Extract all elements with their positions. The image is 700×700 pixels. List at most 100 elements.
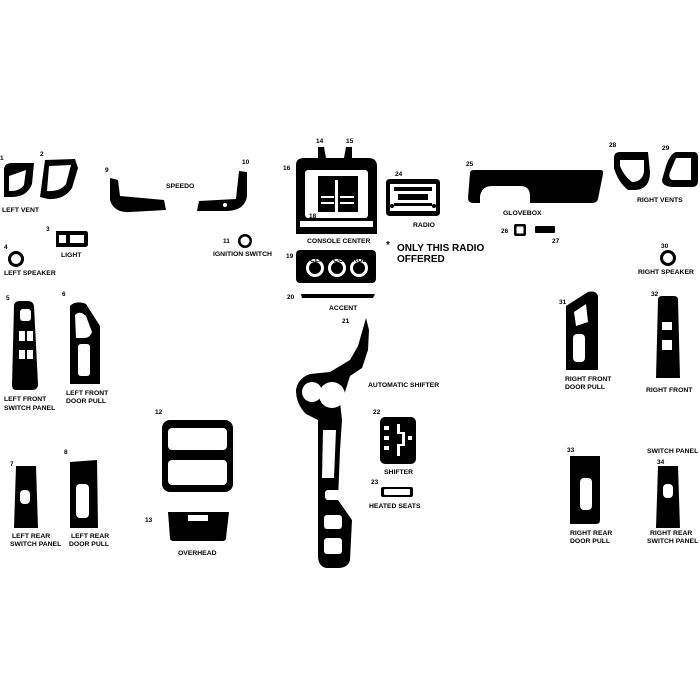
part-32-number: 32 — [651, 291, 659, 298]
part-23-label: HEATED SEATS — [369, 503, 421, 510]
part-25-label: GLOVEBOX — [503, 210, 542, 217]
part-1-label: LEFT VENT — [2, 207, 40, 214]
part-34-label-line2: SWITCH PANEL — [647, 538, 698, 545]
part-23-number: 23 — [371, 479, 379, 486]
part-3-number: 3 — [46, 226, 50, 233]
part-6-number: 6 — [62, 291, 66, 298]
part-32-shape — [656, 296, 680, 378]
part-12-number: 12 — [155, 409, 163, 416]
part-19-number: 19 — [286, 253, 294, 260]
part-34-label-line1: RIGHT REAR — [650, 530, 692, 537]
part-33-shape — [570, 456, 600, 524]
part-15-number: 15 — [346, 138, 354, 145]
radio-note-line1: ONLY THIS RADIO — [397, 243, 484, 254]
part-30-shape — [660, 250, 676, 266]
part-17-number: 17 — [323, 187, 331, 194]
part-32-label: RIGHT FRONT — [646, 387, 693, 394]
part-28-number: 28 — [609, 142, 617, 149]
part-8-label-line2: DOOR PULL — [69, 541, 109, 548]
part-10-shape — [197, 171, 247, 211]
part-6-label-line2: DOOR PULL — [66, 398, 106, 405]
part-20-shape — [301, 294, 375, 298]
part-24-number: 24 — [395, 171, 403, 178]
part-2-number: 2 — [40, 151, 44, 158]
part-8-label-line1: LEFT REAR — [71, 533, 109, 540]
part-5-number: 5 — [6, 295, 10, 302]
part-21-number: 21 — [342, 318, 350, 325]
part-22-shape — [380, 417, 416, 464]
part-15-shape — [344, 147, 352, 158]
part-22-number: 22 — [373, 409, 381, 416]
part-31-label-line1: RIGHT FRONT — [565, 376, 612, 383]
part-30-label: RIGHT SPEAKER — [638, 269, 694, 276]
part-25-shape — [468, 170, 604, 203]
part-27-shape — [535, 226, 555, 233]
part-4-label: LEFT SPEAKER — [4, 270, 56, 277]
part-33-number: 33 — [567, 447, 575, 454]
part-7-shape — [14, 466, 38, 528]
part-1-number: 1 — [0, 155, 4, 162]
part-8-shape — [70, 460, 98, 528]
part-6-shape — [70, 302, 100, 384]
part-28-shape — [614, 152, 650, 190]
part-4-number: 4 — [4, 244, 8, 251]
part-34-number: 34 — [657, 459, 665, 466]
part-10-number: 10 — [242, 159, 250, 166]
part-12-shape — [162, 420, 233, 492]
part-3-label: LIGHT — [61, 252, 82, 259]
part-23-shape — [381, 487, 413, 497]
part-2-shape — [40, 159, 78, 200]
part-9-number: 9 — [105, 167, 109, 174]
part-9-shape — [110, 178, 166, 213]
part-11-label: IGNITION SWITCH — [213, 251, 272, 258]
part-8-number: 8 — [64, 449, 68, 456]
part-3-shape — [56, 231, 88, 247]
part-5-label-line1: LEFT FRONT — [4, 396, 47, 403]
part-5-label-line2: SWITCH PANEL — [4, 405, 55, 412]
part-19-shape — [296, 250, 376, 283]
part-22-label: SHIFTER — [384, 469, 413, 476]
part-20-number: 20 — [287, 294, 295, 301]
part-29-number: 29 — [662, 145, 670, 152]
part-20-label: ACCENT — [329, 305, 358, 312]
part-31-shape — [566, 291, 598, 370]
part-26-shape — [514, 224, 526, 236]
part-5-shape — [12, 301, 38, 390]
part-19-label: CLIMA CONTROL — [310, 257, 367, 264]
part-7-label-line1: LEFT REAR — [12, 533, 50, 540]
part-31-label-line2: DOOR PULL — [565, 384, 605, 391]
part-24-shape — [386, 179, 440, 216]
part-33-label-line1: RIGHT REAR — [570, 530, 612, 537]
part-9-label: SPEEDO — [166, 183, 194, 190]
part-21-shape — [296, 318, 369, 568]
part-18-label: CONSOLE CENTER — [307, 238, 371, 245]
part-26-number: 26 — [501, 228, 509, 235]
part-13-number: 13 — [145, 517, 153, 524]
part-13-shape — [168, 512, 229, 541]
part-28-label: RIGHT VENTS — [637, 197, 683, 204]
part-1-shape — [4, 163, 34, 197]
part-4-shape — [8, 251, 24, 267]
part-30-number: 30 — [661, 243, 669, 250]
part-11-shape — [238, 234, 252, 248]
part-29-shape — [662, 152, 698, 187]
part-24-label: RADIO — [413, 222, 435, 229]
radio-note-line2: OFFERED — [397, 254, 445, 265]
switch-panel-label: SWITCH PANEL — [647, 448, 698, 455]
part-33-label-line2: DOOR PULL — [570, 538, 610, 545]
part-25-number: 25 — [466, 161, 474, 168]
part-18-number: 18 — [309, 213, 317, 220]
part-21-label: AUTOMATIC SHIFTER — [368, 382, 439, 389]
part-14-shape — [318, 147, 326, 158]
radio-note-asterisk: * — [386, 240, 390, 251]
part-7-label-line2: SWITCH PANEL — [10, 541, 61, 548]
part-6-label-line1: LEFT FRONT — [66, 390, 109, 397]
part-11-number: 11 — [223, 238, 230, 245]
part-14-number: 14 — [316, 138, 324, 145]
part-16-number: 16 — [283, 165, 291, 172]
part-16-17-18-shape — [296, 158, 377, 234]
part-31-number: 31 — [559, 299, 567, 306]
part-13-label: OVERHEAD — [178, 550, 217, 557]
